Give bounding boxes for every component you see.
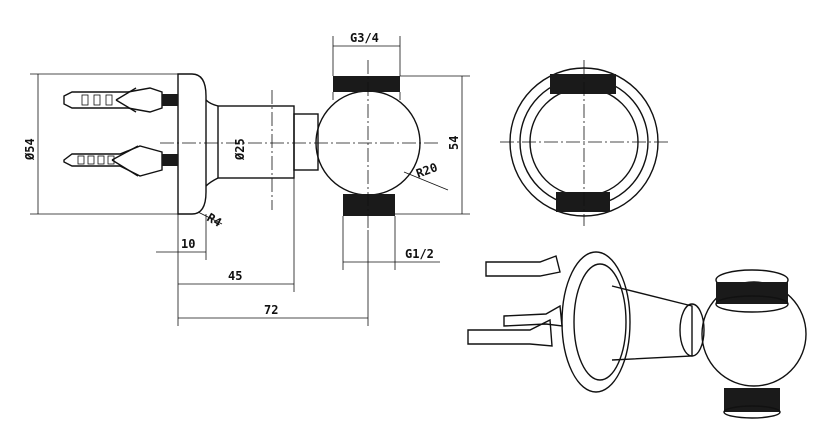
dim-l72: 72 xyxy=(264,303,278,317)
bottom-thread xyxy=(343,194,395,216)
dim-g12: G1/2 xyxy=(405,247,434,261)
dim-l45: 45 xyxy=(228,269,242,283)
dim-g34: G3/4 xyxy=(350,31,379,45)
wall-plug-bottom xyxy=(63,145,178,177)
dim-d25: Ø25 xyxy=(233,138,247,161)
wall-flange xyxy=(177,73,207,215)
pipe-nipple xyxy=(293,113,319,171)
side-view: G3/4 G1/2 54 Ø54 Ø25 R20 R4 10 45 xyxy=(23,31,470,326)
pipe-body xyxy=(217,105,295,179)
front-view xyxy=(500,60,670,226)
dim-d54: Ø54 xyxy=(23,138,37,161)
top-thread xyxy=(333,76,400,92)
dim-l10: 10 xyxy=(181,237,195,251)
isometric-view xyxy=(467,251,807,419)
dim-h54: 54 xyxy=(447,136,461,150)
wall-plug-top xyxy=(63,87,178,113)
dim-r4: R4 xyxy=(205,210,225,229)
dim-r20: R20 xyxy=(414,160,439,181)
